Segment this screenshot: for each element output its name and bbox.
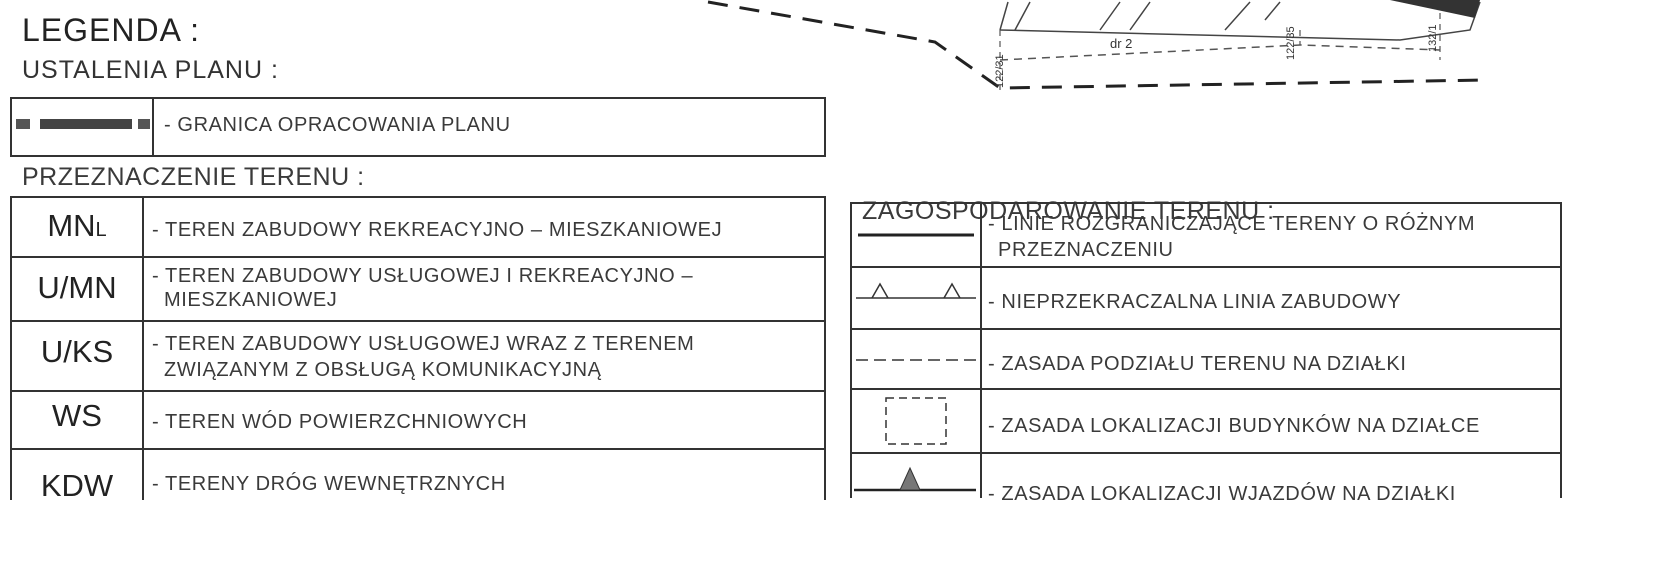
development-description: - ZASADA LOKALIZACJI WJAZDÓW NA DZIAŁKI <box>988 483 1456 505</box>
land-symbol-suffix: L <box>95 219 107 241</box>
table-row: U/KS - TEREN ZABUDOWY USŁUGOWEJ WRAZ Z T… <box>12 322 824 390</box>
table-row: - LINIE ROZGRANICZAJĄCE TERENY O RÓŻNYM … <box>852 204 1560 266</box>
land-symbol: WS <box>52 398 102 433</box>
table-row: MNL - TEREN ZABUDOWY REKREACYJNO – MIESZ… <box>12 198 824 256</box>
legend-title: LEGENDA : <box>22 12 200 48</box>
table-row: - ZASADA LOKALIZACJI WJAZDÓW NA DZIAŁKI <box>852 454 1560 505</box>
map-parcel-label: 122/31 <box>994 54 1006 88</box>
land-symbol: KDW <box>40 468 114 502</box>
land-symbol: MN <box>47 208 96 243</box>
table-row: - ZASADA LOKALIZACJI BUDYNKÓW NA DZIAŁCE <box>852 390 1560 452</box>
triangle-line-icon <box>856 282 976 299</box>
land-description: - TEREN WÓD POWIERZCHNIOWYCH <box>152 411 528 433</box>
land-description: - TEREN ZABUDOWY REKREACYJNO – MIESZKANI… <box>152 219 723 241</box>
land-use-table: MNL - TEREN ZABUDOWY REKREACYJNO – MIESZ… <box>10 196 826 502</box>
triangle-marker-icon <box>854 466 976 492</box>
development-description: - ZASADA PODZIAŁU TERENU NA DZIAŁKI <box>988 353 1407 375</box>
dashed-line-icon <box>856 359 976 361</box>
solid-line-icon <box>858 233 974 237</box>
dashed-square-icon <box>885 397 947 445</box>
development-description-cont: PRZEZNACZENIU <box>998 239 1174 261</box>
table-row: KDW - TERENY DRÓG WEWNĘTRZNYCH <box>12 450 824 502</box>
development-header: ZAGOSPODAROWANIE TERENU : <box>862 197 1275 225</box>
development-description: - ZASADA LOKALIZACJI BUDYNKÓW NA DZIAŁCE <box>988 415 1480 437</box>
boundary-box: - GRANICA OPRACOWANIA PLANU <box>10 97 826 157</box>
table-row: U/MN - TEREN ZABUDOWY USŁUGOWEJ I REKREA… <box>12 258 824 320</box>
development-table: - LINIE ROZGRANICZAJĄCE TERENY O RÓŻNYM … <box>850 202 1562 505</box>
table-row: - ZASADA PODZIAŁU TERENU NA DZIAŁKI <box>852 330 1560 388</box>
development-description: - LINIE ROZGRANICZAJĄCE TERENY O RÓŻNYM <box>988 213 1476 235</box>
land-description-cont: ZWIĄZANYM Z OBSŁUGĄ KOMUNIKACYJNĄ <box>164 359 602 381</box>
land-description: - TERENY DRÓG WEWNĘTRZNYCH <box>152 473 506 495</box>
land-symbol: U/MN <box>37 270 117 305</box>
map-parcel-label: 132/1 <box>1427 24 1439 52</box>
table-row: WS - TEREN WÓD POWIERZCHNIOWYCH <box>12 392 824 448</box>
plan-header: USTALENIA PLANU : <box>22 56 279 84</box>
land-description: - TEREN ZABUDOWY USŁUGOWEJ I REKREACYJNO… <box>152 265 694 287</box>
map-road-label: dr 2 <box>1110 36 1132 51</box>
map-parcel-label: 122/35 <box>1285 26 1297 60</box>
land-description: - TEREN ZABUDOWY USŁUGOWEJ WRAZ Z TERENE… <box>152 333 695 355</box>
boundary-line-icon <box>16 119 150 129</box>
boundary-label: - GRANICA OPRACOWANIA PLANU <box>164 114 511 136</box>
development-description: - NIEPRZEKRACZALNA LINIA ZABUDOWY <box>988 291 1402 313</box>
land-description-cont: MIESZKANIOWEJ <box>164 289 338 311</box>
land-symbol: U/KS <box>40 334 114 369</box>
table-row: - NIEPRZEKRACZALNA LINIA ZABUDOWY <box>852 268 1560 328</box>
land-use-header: PRZEZNACZENIE TERENU : <box>22 163 365 191</box>
